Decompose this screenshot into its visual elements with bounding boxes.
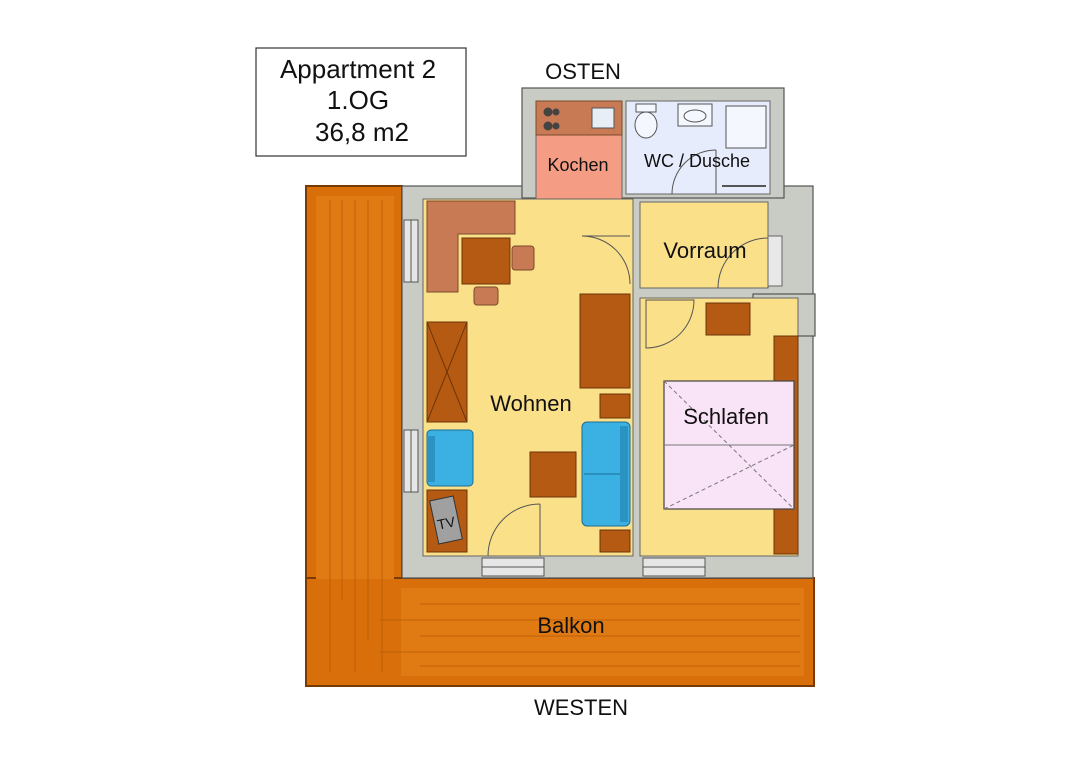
tv-icon: [429, 495, 463, 545]
dining-table: [461, 237, 511, 285]
tv-label: TV: [436, 513, 457, 533]
hallway: Vorraum: [639, 201, 783, 289]
sideboard: [579, 293, 631, 389]
room-label-hallway: Vorraum: [663, 238, 746, 263]
coffee-table: [529, 451, 577, 498]
room-label-living: Wohnen: [490, 391, 572, 416]
floor-area: 36,8 m2: [315, 117, 409, 147]
washbasin-icon: [677, 103, 713, 127]
room-label-kitchen: Kochen: [547, 155, 608, 175]
bedroom: Schlafen: [639, 297, 799, 557]
living-room: TV Wohnen: [422, 198, 634, 557]
shower-tray: [725, 105, 767, 149]
kitchen: Kochen: [535, 100, 623, 201]
title-box: Appartment 2 1.OG 36,8 m2: [255, 47, 467, 157]
bathroom: WC / Dusche: [625, 100, 771, 195]
stove-burner-icon: [543, 107, 553, 117]
apartment-name: Appartment 2: [280, 54, 436, 84]
room-label-bedroom: Schlafen: [683, 404, 769, 429]
room-label-bathroom: WC / Dusche: [644, 151, 750, 171]
compass-east-label: OSTEN: [545, 59, 621, 84]
compass-west-label: WESTEN: [534, 695, 628, 720]
toilet-icon: [634, 111, 658, 139]
floor-level: 1.OG: [327, 85, 389, 115]
nightstand: [705, 302, 751, 336]
room-label-balcony: Balkon: [537, 613, 604, 638]
windows: [403, 219, 706, 577]
kitchen-sink: [591, 107, 615, 129]
